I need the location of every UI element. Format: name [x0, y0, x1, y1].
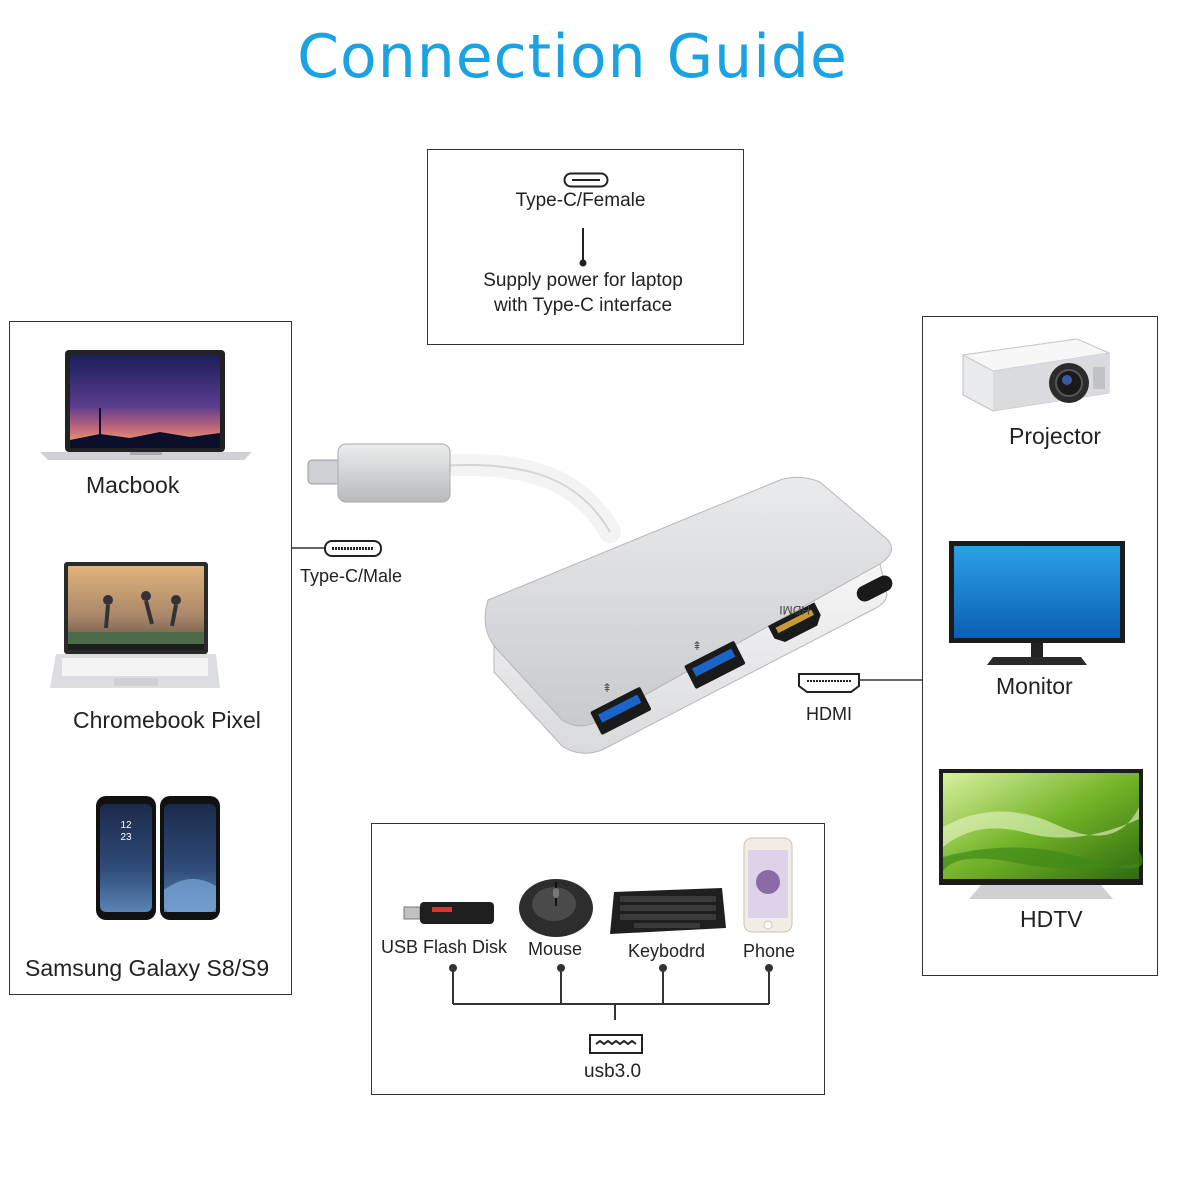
- mouse-image: [519, 879, 593, 937]
- hdmi-connector-line: [798, 673, 923, 693]
- usb-connection-lines: [449, 964, 773, 1020]
- usb-c-hub-adapter: ⇞ ⇞ HDMI: [307, 443, 893, 754]
- display-devices-box: Projector Monitor HDTV: [922, 316, 1158, 976]
- typec-female-box: Type-C/Female Supply power for laptop wi…: [427, 149, 744, 345]
- typec-male-label: Type-C/Male: [300, 566, 403, 586]
- monitor-label: Monitor: [996, 673, 1073, 699]
- connector-line: [579, 228, 587, 267]
- projector-label: Projector: [1009, 423, 1102, 449]
- iphone-image: [743, 837, 793, 933]
- power-desc-line2: with Type-C interface: [493, 295, 673, 316]
- typec-port-icon: [563, 172, 609, 188]
- source-devices-box: Macbook Chromebook Pixel: [9, 321, 292, 995]
- page-title: Connection Guide: [297, 22, 848, 92]
- svg-text:⇞: ⇞: [692, 639, 702, 653]
- hdtv-label: HDTV: [1020, 906, 1083, 932]
- monitor-image: [949, 541, 1125, 665]
- galaxy-label: Samsung Galaxy S8/S9: [25, 955, 270, 981]
- hdmi-port-text: HDMI: [779, 603, 810, 617]
- hdmi-label: HDMI: [806, 704, 852, 724]
- keyboard-label: Keybodrd: [628, 941, 706, 961]
- hdtv-image: [939, 769, 1143, 899]
- phone-clock: 12: [120, 820, 132, 831]
- usb-devices-box: USB Flash Disk Mouse Keybodrd Phone: [371, 823, 825, 1095]
- projector-image: [961, 338, 1111, 412]
- galaxy-phones-image: 12 23: [96, 796, 220, 920]
- macbook-image: [40, 350, 252, 460]
- mouse-label: Mouse: [528, 939, 583, 959]
- chromebook-image: [50, 562, 220, 688]
- power-desc-line1: Supply power for laptop: [483, 270, 683, 291]
- keyboard-image: [610, 888, 726, 934]
- usb-port-icon: [589, 1034, 643, 1054]
- svg-text:23: 23: [120, 832, 132, 843]
- chromebook-label: Chromebook Pixel: [73, 707, 261, 733]
- macbook-label: Macbook: [86, 472, 180, 498]
- typec-male-connector-line: [292, 540, 382, 557]
- phone-label: Phone: [743, 941, 796, 961]
- usb30-label: usb3.0: [584, 1061, 642, 1082]
- usb-flash-disk-image: [403, 902, 494, 924]
- usb-flash-disk-label: USB Flash Disk: [381, 937, 508, 957]
- typec-female-label: Type-C/Female: [515, 190, 646, 211]
- svg-text:⇞: ⇞: [602, 681, 612, 695]
